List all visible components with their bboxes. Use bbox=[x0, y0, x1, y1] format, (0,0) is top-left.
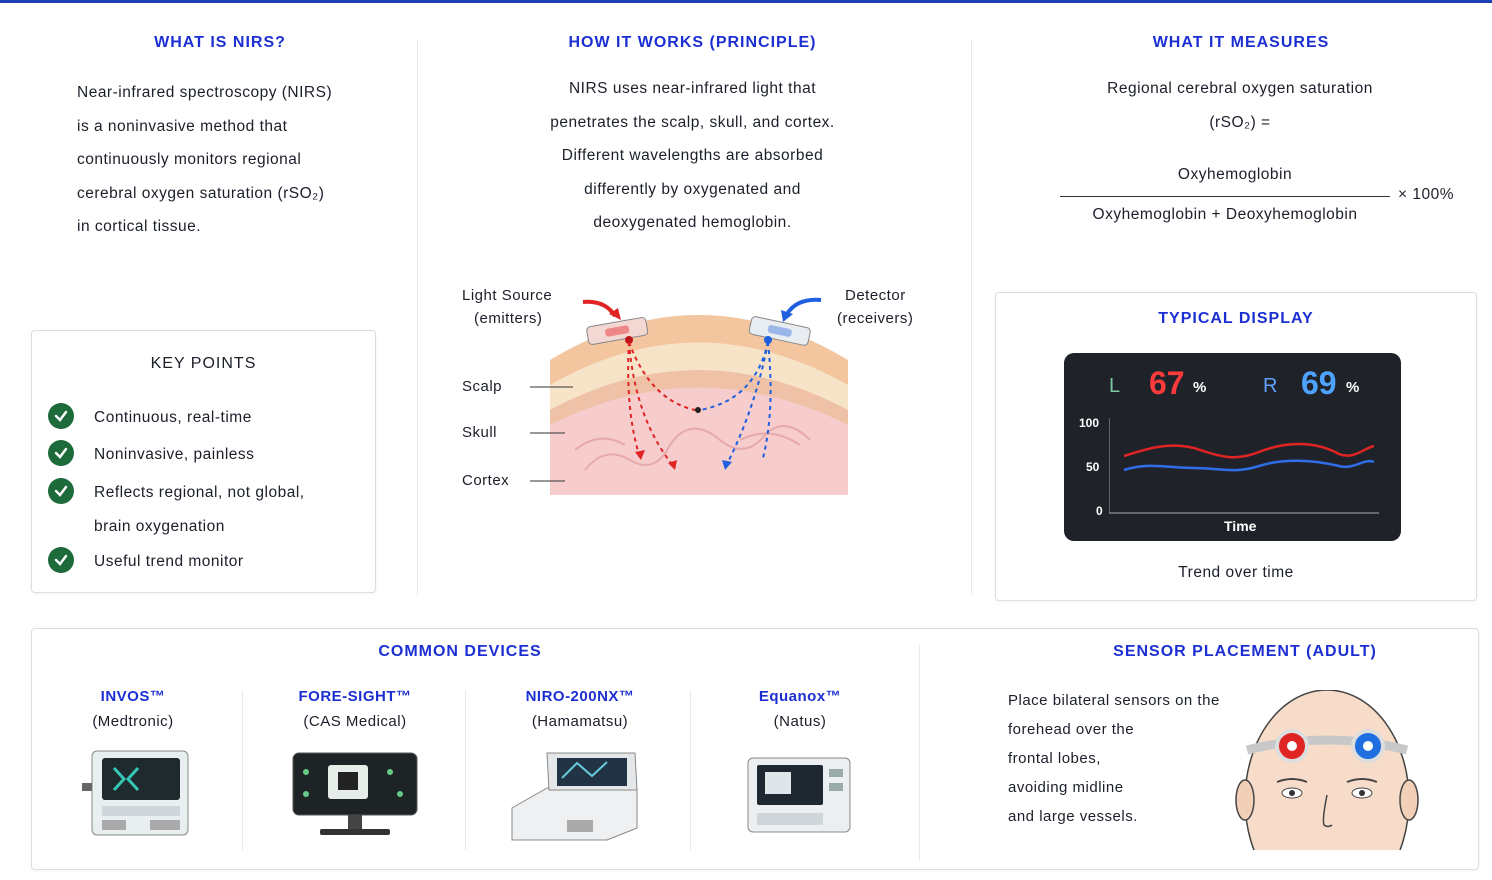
key-point-text: Useful trend monitor bbox=[94, 553, 244, 570]
top-accent-line bbox=[0, 0, 1492, 3]
devices-title: COMMON DEVICES bbox=[378, 643, 542, 660]
foresight-monitor-icon bbox=[292, 752, 418, 835]
key-point-item: Continuous, real-time bbox=[48, 401, 252, 435]
light-path-detected bbox=[699, 341, 772, 469]
principle-text: NIRS uses near-infrared light that penet… bbox=[470, 72, 915, 240]
key-point-text: Reflects regional, not global, brain oxy… bbox=[94, 476, 305, 544]
device-maker: (CAS Medical) bbox=[303, 713, 407, 730]
text-line: penetrates the scalp, skull, and cortex. bbox=[550, 113, 835, 131]
text-line: continuously monitors regional bbox=[77, 151, 302, 168]
key-point-item: Useful trend monitor bbox=[48, 545, 244, 579]
key-point-item: Noninvasive, painless bbox=[48, 438, 254, 472]
placement-text: Place bilateral sensors on the forehead … bbox=[1008, 686, 1278, 831]
monitor-screen: L 67 % R 69 % 100 50 0 Time bbox=[1064, 353, 1401, 541]
fraction-bar bbox=[1060, 196, 1390, 197]
device-name: NIRO-200NX™ bbox=[525, 688, 635, 705]
device-maker: (Medtronic) bbox=[92, 713, 174, 730]
niro-monitor-icon bbox=[511, 752, 638, 841]
detector-label: Detector bbox=[845, 287, 906, 304]
cortex-layer bbox=[550, 387, 848, 495]
time-axis-label: Time bbox=[1224, 518, 1257, 534]
text-line: and large vessels. bbox=[1008, 808, 1138, 825]
skull-label: Skull bbox=[462, 424, 498, 441]
device-name: FORE-SIGHT™ bbox=[298, 688, 412, 705]
device-divider bbox=[465, 690, 466, 850]
text-line: is a noninvasive method that bbox=[77, 117, 288, 135]
measures-line1: Regional cerebral oxygen saturation bbox=[1107, 80, 1373, 97]
invos-monitor-icon bbox=[82, 750, 189, 836]
measures-title: WHAT IT MEASURES bbox=[1152, 34, 1330, 51]
key-point-item: Reflects regional, not global, brain oxy… bbox=[48, 476, 305, 544]
text-line: deoxygenated hemoglobin. bbox=[593, 214, 792, 231]
adult-head-sensor-illustration bbox=[1235, 690, 1419, 850]
bottom-divider bbox=[919, 645, 920, 860]
check-icon bbox=[48, 440, 74, 466]
device-divider bbox=[242, 690, 243, 850]
check-icon bbox=[48, 547, 74, 573]
formula-denominator: Oxyhemoglobin + Deoxyhemoglobin bbox=[1092, 206, 1358, 223]
text-line: differently by oxygenated and bbox=[584, 180, 801, 198]
left-channel-unit: % bbox=[1193, 379, 1207, 396]
text-line: in cortical tissue. bbox=[77, 218, 202, 235]
text-line: cerebral oxygen saturation (rSO₂) bbox=[77, 184, 325, 202]
device-maker: (Hamamatsu) bbox=[531, 713, 629, 730]
right-trend-line bbox=[1123, 459, 1375, 472]
placement-title: SENSOR PLACEMENT (ADULT) bbox=[1113, 643, 1377, 660]
measures-line2: (rSO₂) = bbox=[1209, 114, 1271, 131]
left-channel-label: L bbox=[1109, 375, 1121, 397]
right-channel-value: 69 bbox=[1301, 365, 1337, 401]
formula-multiplier: × 100% bbox=[1398, 186, 1455, 203]
y-tick-100: 100 bbox=[1079, 416, 1100, 430]
text-line: Near-infrared spectroscopy (NIRS) bbox=[77, 84, 333, 101]
nirs-principle-diagram bbox=[530, 297, 848, 495]
key-point-text: Continuous, real-time bbox=[94, 409, 252, 426]
light-path-emitted bbox=[627, 341, 696, 469]
key-point-text: Noninvasive, painless bbox=[94, 446, 255, 463]
right-channel-unit: % bbox=[1346, 379, 1360, 396]
detector-sublabel: (receivers) bbox=[837, 310, 914, 327]
what-is-title: WHAT IS NIRS? bbox=[154, 34, 286, 51]
text-line: frontal lobes, bbox=[1008, 750, 1101, 767]
light-source-label: Light Source bbox=[462, 287, 553, 304]
check-icon bbox=[48, 403, 74, 429]
equanox-monitor-icon bbox=[747, 757, 851, 833]
text-line: forehead over the bbox=[1008, 721, 1135, 738]
light-source-sublabel: (emitters) bbox=[474, 310, 543, 327]
y-tick-0: 0 bbox=[1096, 504, 1103, 518]
scalp-label: Scalp bbox=[462, 378, 503, 395]
detector-pad bbox=[748, 316, 811, 346]
display-caption: Trend over time bbox=[1178, 564, 1294, 581]
key-points-title: KEY POINTS bbox=[150, 355, 257, 372]
typical-display-title: TYPICAL DISPLAY bbox=[1158, 310, 1314, 327]
emitter-pad bbox=[586, 317, 649, 345]
key-point-line: Reflects regional, not global, bbox=[94, 484, 305, 501]
key-points-card: KEY POINTS Continuous, real-time Noninva… bbox=[31, 330, 376, 593]
text-line: avoiding midline bbox=[1008, 779, 1124, 796]
principle-title: HOW IT WORKS (PRINCIPLE) bbox=[568, 34, 817, 51]
typical-display-card: TYPICAL DISPLAY L 67 % R 69 % 100 50 0 T… bbox=[995, 292, 1477, 601]
y-tick-50: 50 bbox=[1086, 460, 1100, 474]
device-name: Equanox™ bbox=[758, 688, 842, 705]
cortex-label: Cortex bbox=[462, 472, 510, 489]
column-divider bbox=[971, 40, 972, 595]
left-trend-line bbox=[1123, 442, 1375, 459]
left-channel-value: 67 bbox=[1149, 365, 1185, 401]
key-point-line: brain oxygenation bbox=[94, 518, 225, 535]
check-icon bbox=[48, 478, 74, 504]
detector-arrow bbox=[785, 297, 822, 316]
column-divider bbox=[417, 40, 418, 595]
device-divider bbox=[690, 690, 691, 850]
text-line: NIRS uses near-infrared light that bbox=[568, 80, 817, 97]
device-name: INVOS™ bbox=[100, 688, 166, 705]
right-channel-label: R bbox=[1263, 375, 1278, 397]
trend-chart bbox=[1109, 418, 1379, 514]
text-line: Different wavelengths are absorbed bbox=[561, 147, 824, 164]
what-is-text: Near-infrared spectroscopy (NIRS) is a n… bbox=[77, 76, 397, 244]
text-line: Place bilateral sensors on the bbox=[1008, 692, 1220, 709]
device-maker: (Natus) bbox=[773, 713, 827, 730]
formula-numerator: Oxyhemoglobin bbox=[1177, 166, 1293, 183]
